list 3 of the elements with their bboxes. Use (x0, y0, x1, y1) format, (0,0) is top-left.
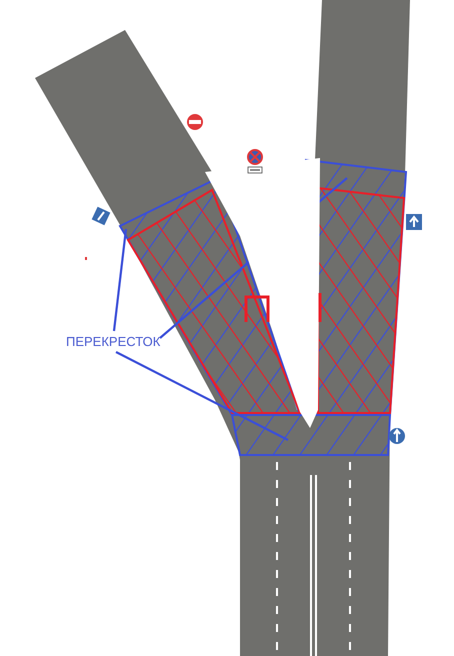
callout-label: ПЕРЕКРЕСТОК (66, 334, 160, 349)
leader-line (112, 228, 128, 332)
hatched-area (230, 414, 392, 456)
